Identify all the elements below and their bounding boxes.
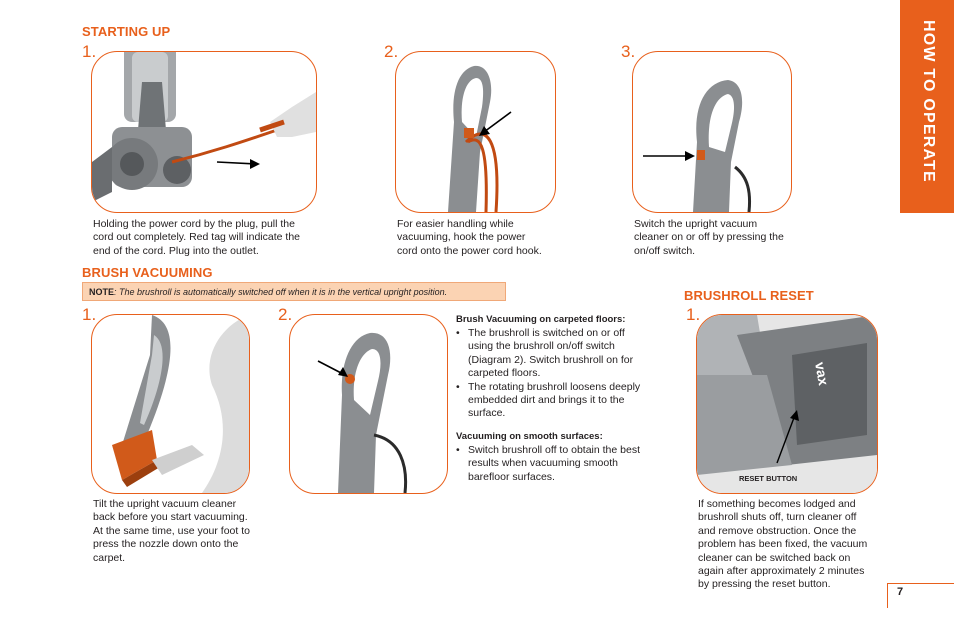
- page-number-box: [887, 583, 954, 608]
- note-label: NOTE: [89, 287, 115, 297]
- brush-vacuuming-heading: BRUSH VACUUMING: [82, 265, 213, 280]
- reset-image: vax RESET BUTTON: [696, 314, 878, 494]
- note-text: : The brushroll is automatically switche…: [114, 287, 448, 297]
- list-item: The brushroll is switched on or off usin…: [456, 327, 652, 381]
- carpeted-title: Brush Vacuuming on carpeted floors:: [456, 314, 626, 325]
- brushroll-reset-heading: BRUSHROLL RESET: [684, 288, 814, 303]
- step-1-image: [91, 51, 317, 213]
- brand-logo: vax: [812, 361, 832, 387]
- section-tab: [900, 0, 954, 213]
- starting-up-heading: STARTING UP: [82, 24, 171, 39]
- brush-step-2-number: 2.: [278, 305, 293, 324]
- smooth-title: Vacuuming on smooth surfaces:: [456, 430, 603, 442]
- carpeted-list: The brushroll is switched on or off usin…: [456, 327, 652, 421]
- note-box: NOTE: The brushroll is automatically swi…: [82, 282, 506, 301]
- reset-text: If something becomes lodged and brushrol…: [698, 498, 868, 591]
- step-2-number: 2.: [384, 42, 399, 61]
- step-2-text: For easier handling while vacuuming, hoo…: [397, 218, 542, 257]
- reset-button-label: RESET BUTTON: [739, 474, 797, 483]
- list-item: Switch brushroll off to obtain the best …: [456, 444, 652, 484]
- step-1-number: 1.: [82, 42, 97, 61]
- brush-step-1-number: 1.: [82, 305, 97, 324]
- brush-step-2-image: [289, 314, 448, 494]
- page-number: 7: [897, 586, 904, 598]
- smooth-list: Switch brushroll off to obtain the best …: [456, 444, 652, 484]
- step-3-number: 3.: [621, 42, 636, 61]
- section-title: HOW TO OPERATE: [920, 20, 937, 183]
- reset-step-1-number: 1.: [686, 305, 701, 324]
- brush-instructions: Brush Vacuuming on carpeted floors: The …: [456, 314, 652, 484]
- step-1-text: Holding the power cord by the plug, pull…: [93, 218, 300, 257]
- brush-step-1-text: Tilt the upright vacuum cleaner back bef…: [93, 498, 250, 564]
- step-2-image: [395, 51, 556, 213]
- step-3-image: [632, 51, 792, 213]
- step-3-text: Switch the upright vacuum cleaner on or …: [634, 218, 784, 257]
- brush-step-1-image: [91, 314, 250, 494]
- list-item: The rotating brushroll loosens deeply em…: [456, 381, 652, 421]
